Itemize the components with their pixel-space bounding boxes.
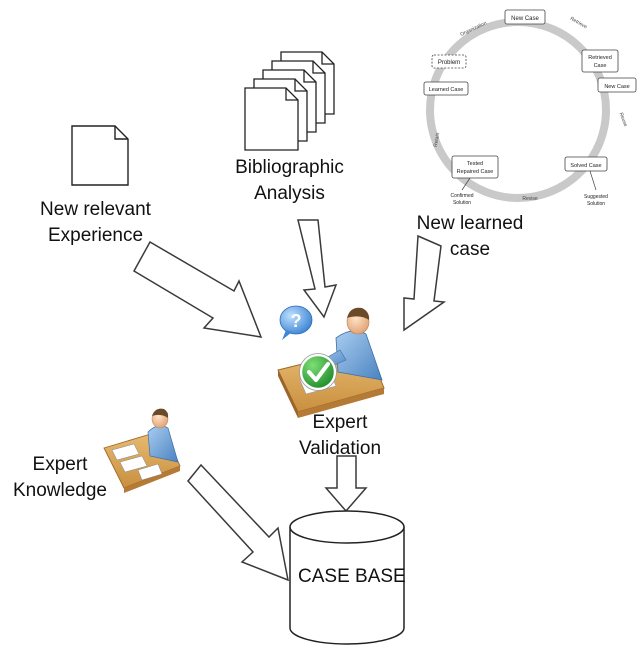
svg-text:Problem: Problem — [438, 60, 460, 66]
svg-text:Reuse: Reuse — [618, 112, 629, 128]
arc-label-retrieve: Retrieve — [569, 16, 588, 31]
svg-text:Revise: Revise — [522, 196, 538, 202]
node-confirmed-solution: Confirmed Solution — [450, 177, 474, 206]
svg-text:Tested: Tested — [467, 161, 483, 167]
svg-text:New Case: New Case — [511, 16, 539, 22]
svg-text:Case: Case — [594, 63, 607, 69]
node-tested-repaired-case: Tested Repaired Case — [451, 155, 499, 179]
label-new-learned-case: New learned case — [416, 213, 524, 260]
node-retrieved-case: Retrieved Case — [581, 49, 619, 73]
document-icon — [71, 125, 129, 186]
expert-knowledge-figure — [103, 408, 181, 493]
arrow-learned-case-to-expert — [403, 234, 447, 332]
svg-text:Retrieve: Retrieve — [569, 16, 588, 31]
label-new-relevant-experience: New relevant Experience — [40, 199, 151, 246]
arc-label-retain: Retain — [433, 132, 441, 147]
label-expert-validation: Expert Validation — [298, 412, 382, 459]
svg-text:Confirmed: Confirmed — [450, 193, 473, 199]
svg-text:Solved Case: Solved Case — [570, 163, 601, 169]
svg-text:Repaired Case: Repaired Case — [457, 169, 494, 175]
svg-text:Solution: Solution — [453, 200, 471, 206]
arrow-validation-to-case-base — [324, 455, 368, 513]
svg-text:New Case: New Case — [604, 84, 629, 90]
arrow-experience-to-expert — [132, 240, 263, 338]
node-learned-case: Learned Case — [423, 81, 469, 96]
cbr-cycle: Organization Retrieve Reuse Revise Retai… — [423, 9, 637, 207]
label-case-base: CASE BASE — [298, 566, 406, 587]
svg-text:Retrieved: Retrieved — [588, 55, 612, 61]
node-suggested-solution: Suggested Solution — [584, 170, 608, 207]
node-solved-case: Solved Case — [564, 156, 608, 172]
node-new-case-top: New Case — [504, 9, 546, 25]
arc-label-reuse: Reuse — [618, 112, 629, 128]
question-bubble-icon: ? — [279, 305, 313, 340]
label-expert-knowledge: Expert Knowledge — [12, 454, 108, 501]
arrow-bibliographic-to-expert — [297, 219, 338, 319]
svg-text:Retain: Retain — [433, 132, 441, 147]
svg-text:Learned Case: Learned Case — [429, 87, 464, 93]
stacked-documents-icon — [244, 51, 335, 151]
svg-text:?: ? — [291, 311, 302, 331]
check-icon — [299, 353, 337, 391]
arc-label-revise: Revise — [522, 196, 538, 202]
svg-text:Suggested: Suggested — [584, 194, 608, 200]
label-bibliographic-analysis: Bibliographic Analysis — [235, 157, 344, 204]
node-new-case-right: New Case — [597, 77, 637, 93]
node-problem: Problem — [431, 54, 467, 69]
arrow-knowledge-to-case-base — [187, 463, 289, 582]
case-base-cylinder — [289, 510, 405, 645]
svg-text:Solution: Solution — [587, 201, 605, 207]
